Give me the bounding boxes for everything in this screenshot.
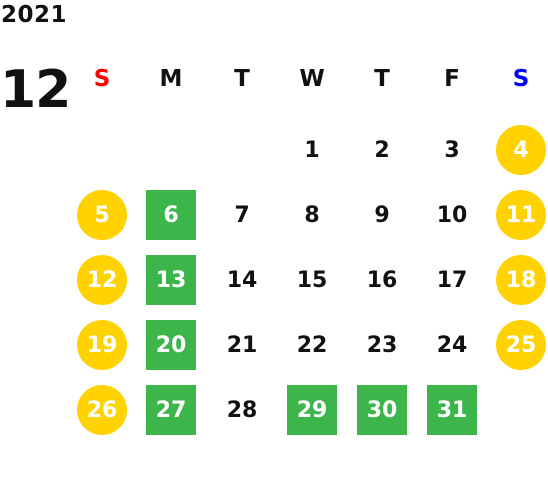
day-cell-9[interactable]: 9 [374,202,390,228]
day-cell-19[interactable]: 19 [77,320,127,370]
day-cell-16[interactable]: 16 [366,267,398,293]
day-cell-26[interactable]: 26 [77,385,127,435]
day-cell-6[interactable]: 6 [146,190,196,240]
day-cell-27[interactable]: 27 [146,385,196,435]
day-cell-18[interactable]: 18 [496,255,546,305]
day-cell-29[interactable]: 29 [287,385,337,435]
day-cell-25[interactable]: 25 [496,320,546,370]
day-cell-10[interactable]: 10 [436,202,468,228]
day-cell-7[interactable]: 7 [234,202,250,228]
day-cell-15[interactable]: 15 [296,267,328,293]
weekday-header-0: S [93,66,111,92]
weekday-header-6: S [512,66,530,92]
weekday-header-5: F [444,66,460,92]
day-cell-12[interactable]: 12 [77,255,127,305]
day-cell-4[interactable]: 4 [496,125,546,175]
day-cell-2[interactable]: 2 [374,137,390,163]
month-number: 12 [0,60,71,120]
day-cell-17[interactable]: 17 [436,267,468,293]
day-cell-1[interactable]: 1 [304,137,320,163]
day-cell-24[interactable]: 24 [436,332,468,358]
day-cell-21[interactable]: 21 [226,332,258,358]
day-cell-20[interactable]: 20 [146,320,196,370]
weekday-header-4: T [374,66,390,92]
day-cell-22[interactable]: 22 [296,332,328,358]
day-cell-13[interactable]: 13 [146,255,196,305]
weekday-header-1: M [159,66,183,92]
day-cell-3[interactable]: 3 [444,137,460,163]
day-cell-30[interactable]: 30 [357,385,407,435]
year-label: 2021 [1,2,68,28]
day-cell-5[interactable]: 5 [77,190,127,240]
day-cell-14[interactable]: 14 [226,267,258,293]
day-cell-8[interactable]: 8 [304,202,320,228]
day-cell-31[interactable]: 31 [427,385,477,435]
weekday-header-3: W [299,66,325,92]
day-cell-28[interactable]: 28 [226,397,258,423]
day-cell-23[interactable]: 23 [366,332,398,358]
weekday-header-2: T [234,66,250,92]
day-cell-11[interactable]: 11 [496,190,546,240]
